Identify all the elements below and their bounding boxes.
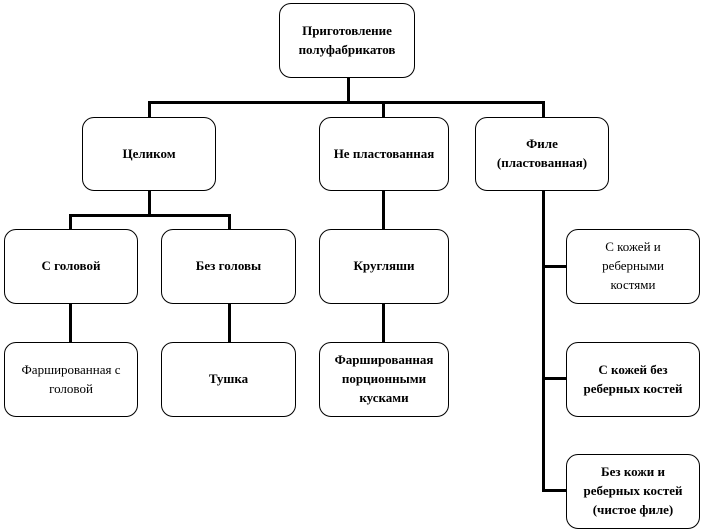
connector-to-whole <box>148 101 151 117</box>
connector-to-no-skin <box>542 489 566 492</box>
node-no-skin-no-ribs-label: Без кожи и реберных костей (чистое филе) <box>583 464 683 517</box>
node-skin-ribs-label: С кожей и реберными костями <box>602 239 664 292</box>
node-stuffed-portions-label: Фаршированная порционными кусками <box>334 352 434 405</box>
connector-without-head-down <box>228 304 231 342</box>
connector-to-rounds <box>382 191 385 229</box>
node-stuffed-with-head-label: Фаршированная с головой <box>21 361 121 396</box>
node-skin-no-ribs-label: С кожей без реберных костей <box>583 361 683 396</box>
node-fillet-label: Филе (пластованная) <box>496 136 588 170</box>
node-whole-label: Целиком <box>122 145 176 161</box>
node-root-label: Приготовление полуфабрикатов <box>298 22 396 57</box>
connector-level1-bar <box>148 101 545 104</box>
connector-whole-down <box>148 191 151 216</box>
connector-to-without-head <box>228 214 231 229</box>
connector-root-down <box>347 78 350 103</box>
connector-to-with-head <box>69 214 72 229</box>
node-with-head-label: С головой <box>41 258 101 274</box>
node-whole: Целиком <box>82 117 216 191</box>
node-stuffed-portions: Фаршированная порционными кусками <box>319 342 449 417</box>
node-stuffed-with-head: Фаршированная с головой <box>4 342 138 417</box>
node-root: Приготовление полуфабрикатов <box>279 3 415 78</box>
node-not-layered: Не пластованная <box>319 117 449 191</box>
node-without-head: Без головы <box>161 229 296 304</box>
connector-whole-bar <box>69 214 231 217</box>
node-fillet: Филе (пластованная) <box>475 117 609 191</box>
connector-to-not-layered <box>382 101 385 117</box>
connector-to-skin-ribs <box>542 265 566 268</box>
node-rounds: Кругляши <box>319 229 449 304</box>
node-not-layered-label: Не пластованная <box>333 145 435 161</box>
node-carcass-label: Тушка <box>208 371 249 387</box>
node-no-skin-no-ribs: Без кожи и реберных костей (чистое филе) <box>566 454 700 529</box>
connector-to-fillet <box>542 101 545 117</box>
connector-with-head-down <box>69 304 72 342</box>
node-rounds-label: Кругляши <box>353 258 415 274</box>
node-skin-ribs: С кожей и реберными костями <box>566 229 700 304</box>
node-carcass: Тушка <box>161 342 296 417</box>
connector-to-skin-no-ribs <box>542 377 566 380</box>
connector-rounds-down <box>382 304 385 342</box>
node-skin-no-ribs: С кожей без реберных костей <box>566 342 700 417</box>
connector-fillet-trunk <box>542 191 545 492</box>
node-without-head-label: Без головы <box>195 258 262 274</box>
node-with-head: С головой <box>4 229 138 304</box>
